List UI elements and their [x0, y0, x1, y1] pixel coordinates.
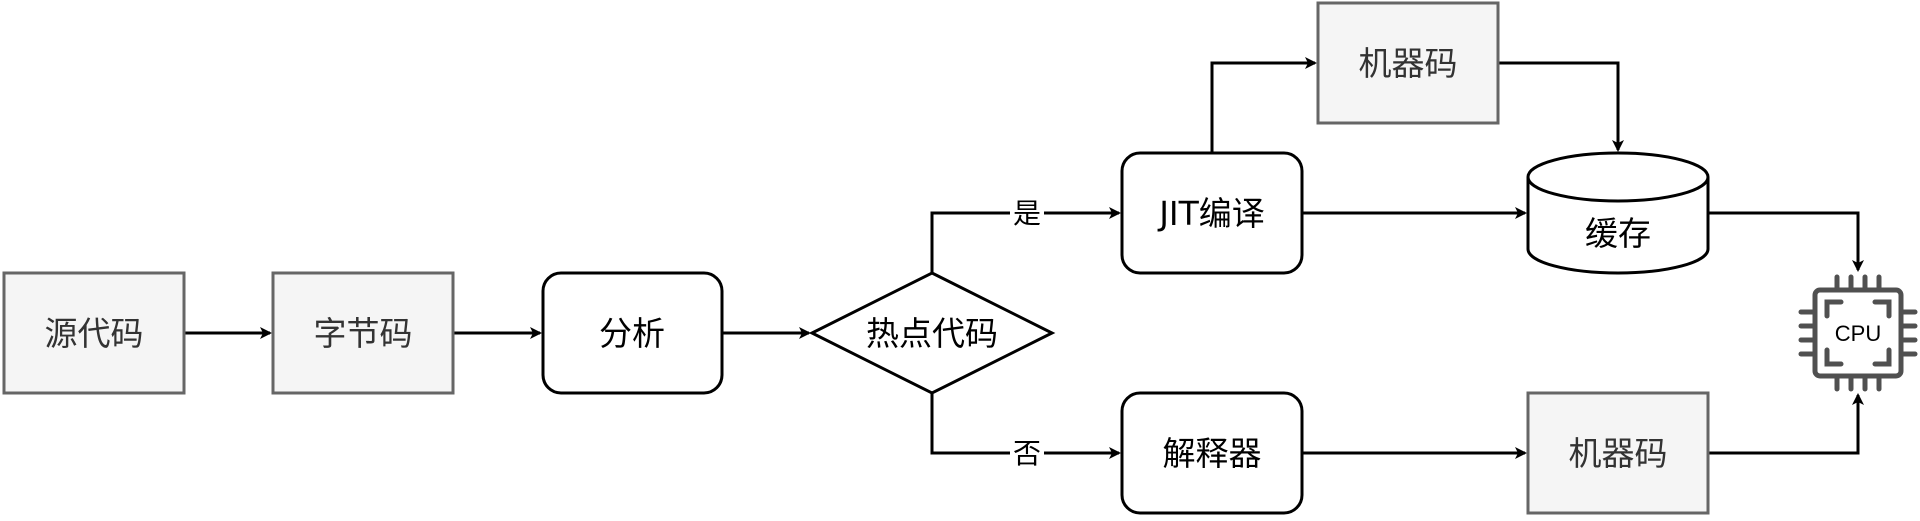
- node-analyze[interactable]: 分析: [541, 271, 724, 395]
- node-bytecode[interactable]: 字节码: [271, 271, 455, 395]
- node-interpreter-label: 解释器: [1163, 434, 1262, 473]
- node-jit-compile[interactable]: JIT编译: [1120, 151, 1304, 275]
- node-cache-cylinder[interactable]: 缓存: [1526, 151, 1710, 275]
- edge-machine-code-bottom-to-cpu: [1708, 393, 1864, 455]
- edge-hotspot-to-jit: [930, 207, 1121, 273]
- node-bytecode-label: 字节码: [314, 314, 413, 353]
- node-interpreter[interactable]: 解释器: [1120, 391, 1304, 515]
- node-machine-code-top-label: 机器码: [1359, 44, 1458, 83]
- edge-label-yes-text: 是: [1013, 197, 1041, 230]
- node-machine-code-top[interactable]: 机器码: [1316, 1, 1500, 125]
- node-machine-code-bottom[interactable]: 机器码: [1526, 391, 1710, 515]
- node-hotspot-label: 热点代码: [866, 314, 998, 353]
- edge-label-no-text: 否: [1013, 437, 1041, 470]
- edge-hotspot-to-interpreter: [930, 393, 1121, 459]
- edge-machine-code-top-to-cache: [1498, 61, 1624, 152]
- edge-cache-to-cpu: [1708, 211, 1864, 272]
- edge-label-yes: 是: [1010, 196, 1044, 230]
- node-cache-label: 缓存: [1585, 214, 1651, 253]
- node-hotspot-decision[interactable]: 热点代码: [808, 271, 1056, 395]
- node-cpu[interactable]: CPU: [1798, 274, 1918, 392]
- edge-label-no: 否: [1010, 436, 1044, 470]
- node-source-code-label: 源代码: [45, 314, 144, 353]
- edge-jit-to-machine-code-top: [1210, 57, 1317, 153]
- cpu-label: CPU: [1835, 321, 1881, 346]
- edges: [184, 57, 1864, 459]
- node-machine-code-bottom-label: 机器码: [1569, 434, 1668, 473]
- cpu-chip-icon: [1798, 274, 1918, 392]
- node-analyze-label: 分析: [599, 314, 665, 353]
- node-source-code[interactable]: 源代码: [2, 271, 186, 395]
- node-jit-compile-label: JIT编译: [1157, 194, 1265, 233]
